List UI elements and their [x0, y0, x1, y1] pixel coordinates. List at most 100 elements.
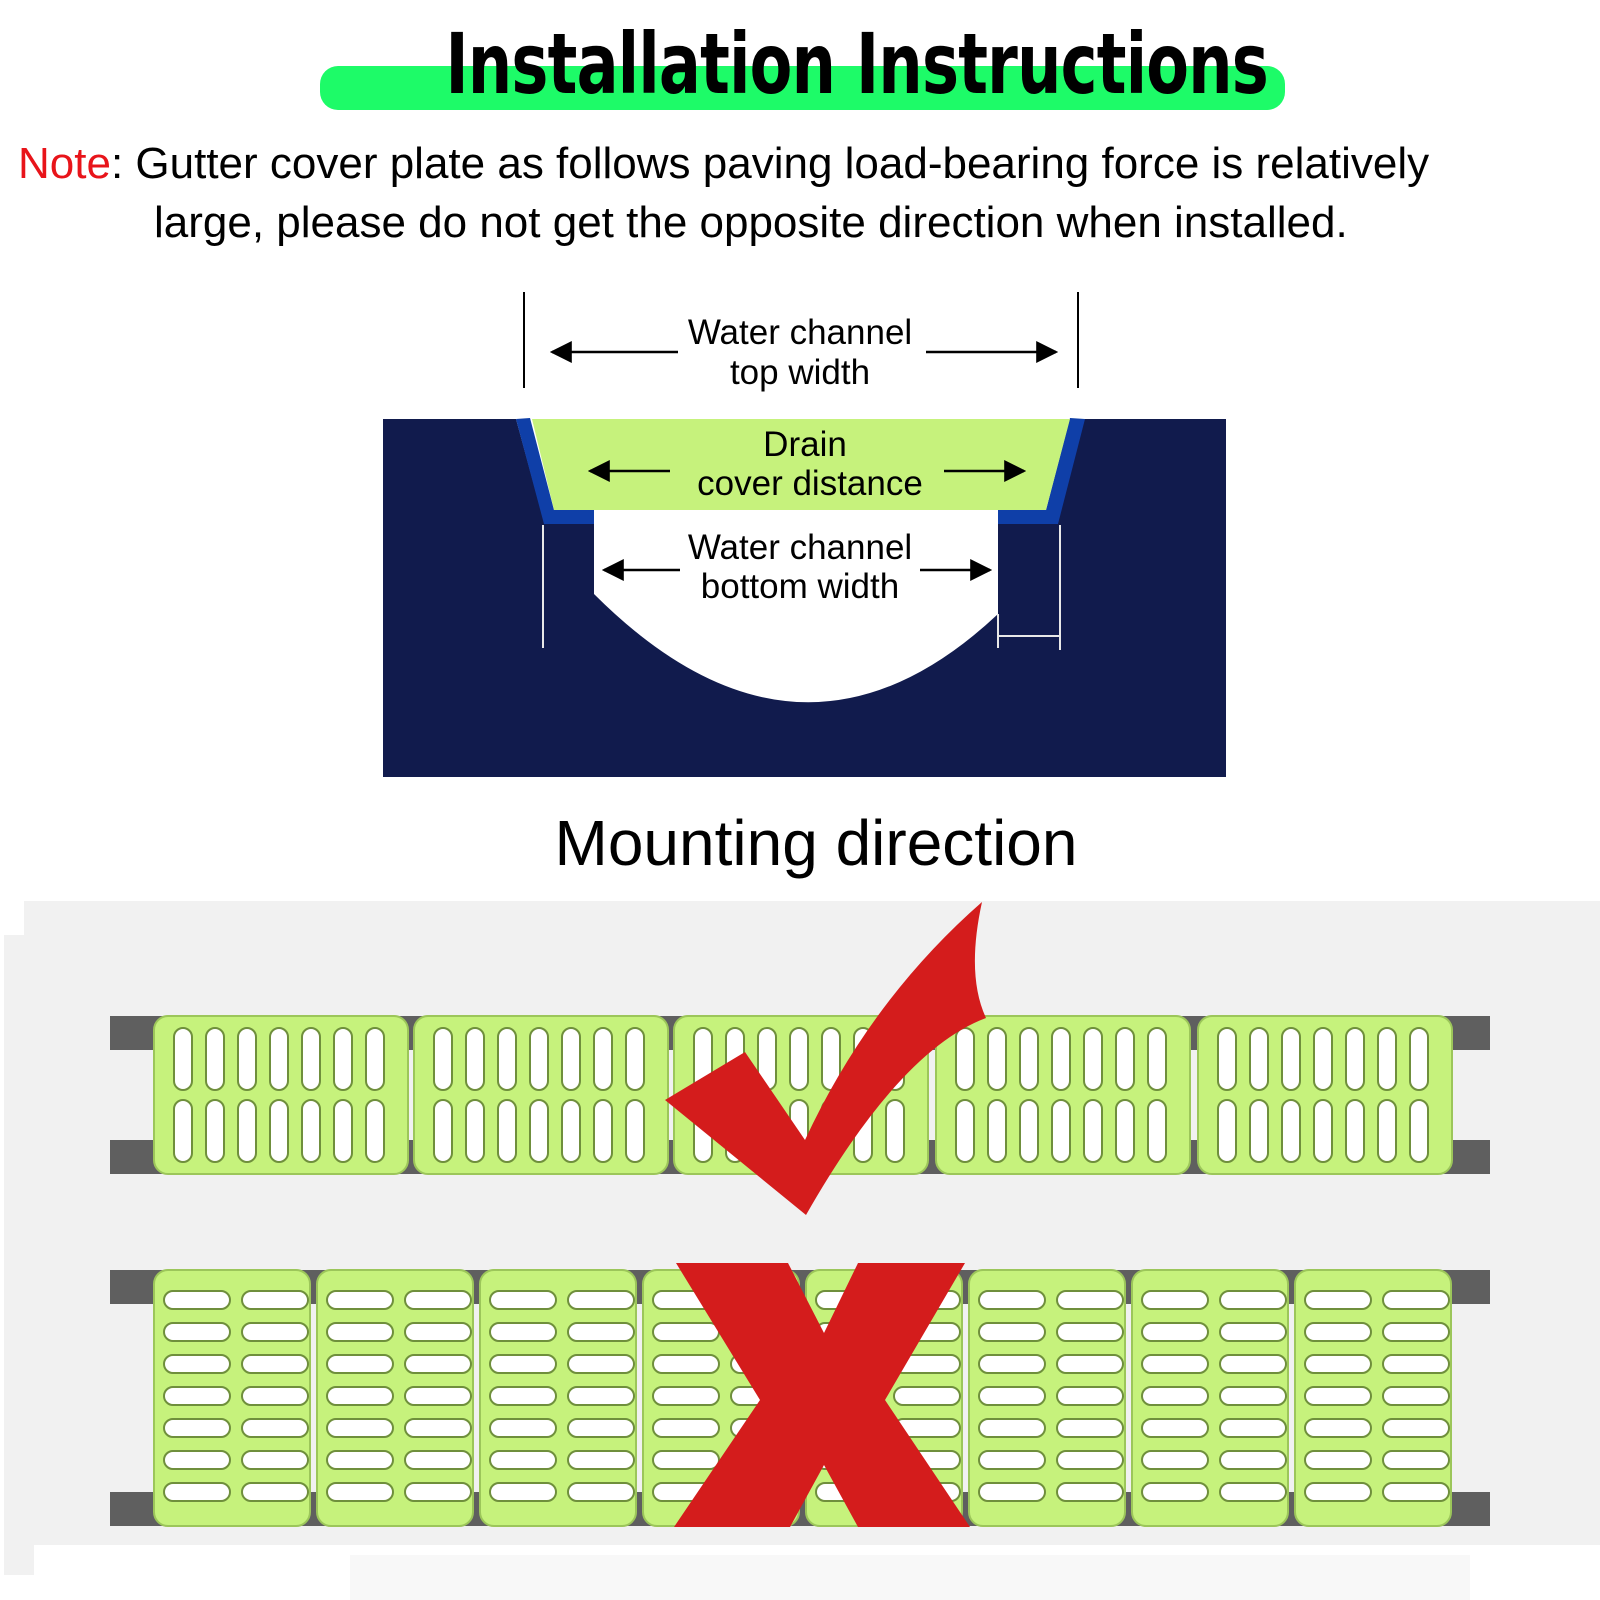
grate-slot	[567, 1418, 635, 1438]
grate-slot	[1382, 1386, 1450, 1406]
note-line-1-text: : Gutter cover plate as follows paving l…	[110, 139, 1430, 188]
grate-slot	[163, 1354, 231, 1374]
grate-slot	[567, 1386, 635, 1406]
grate-slot	[1409, 1027, 1429, 1091]
cover-label-line-1: Drain	[763, 425, 847, 464]
grate-slot	[1382, 1290, 1450, 1310]
cross-mark-icon	[674, 1263, 970, 1527]
grate-slot	[561, 1027, 581, 1091]
grate-slot	[955, 1027, 975, 1091]
grate-slot	[1083, 1099, 1103, 1163]
grate-slot	[301, 1099, 321, 1163]
grate-slot	[1056, 1450, 1124, 1470]
grate-slot	[1219, 1418, 1287, 1438]
grate-slot	[163, 1290, 231, 1310]
grate-slot	[978, 1386, 1046, 1406]
grate-slot	[567, 1322, 635, 1342]
grate-slot	[1056, 1322, 1124, 1342]
grate-slot	[1345, 1027, 1365, 1091]
grate-slot	[652, 1418, 720, 1438]
grate-slot	[241, 1290, 309, 1310]
grate-slot	[885, 1099, 905, 1163]
grate-slot	[163, 1450, 231, 1470]
grate-slot	[205, 1027, 225, 1091]
grate-slot	[978, 1450, 1046, 1470]
grate-slot	[365, 1099, 385, 1163]
grate-slot	[241, 1482, 309, 1502]
grate-slot	[529, 1099, 549, 1163]
grate-slot	[978, 1482, 1046, 1502]
grate-slot	[652, 1386, 720, 1406]
grate-slot	[1056, 1290, 1124, 1310]
mounting-direction-title: Mounting direction	[554, 807, 1078, 879]
grate-slot	[433, 1027, 453, 1091]
grate-slot	[652, 1450, 720, 1470]
grate-slot	[1377, 1027, 1397, 1091]
grate-slot	[205, 1099, 225, 1163]
grate-slot	[1304, 1290, 1372, 1310]
grate-slot	[489, 1482, 557, 1502]
grate-slot	[1115, 1027, 1135, 1091]
grate-slot	[404, 1354, 472, 1374]
grate-slot	[365, 1027, 385, 1091]
grate-slot	[1141, 1290, 1209, 1310]
grate-slot	[1056, 1418, 1124, 1438]
grate-slot	[404, 1418, 472, 1438]
grate-slot	[593, 1099, 613, 1163]
channel-body	[383, 419, 1226, 777]
grate-slot	[1217, 1027, 1237, 1091]
grate-slot	[1382, 1418, 1450, 1438]
grate-slot	[987, 1099, 1007, 1163]
grate-slot	[1056, 1386, 1124, 1406]
grate-slot	[1219, 1386, 1287, 1406]
left-edge-liner	[516, 418, 594, 524]
grate-slot	[978, 1418, 1046, 1438]
cover-label-line-2: cover distance	[697, 464, 923, 503]
grate-slot	[1219, 1450, 1287, 1470]
grate-slot	[237, 1099, 257, 1163]
grate-slot	[333, 1027, 353, 1091]
grate-slot	[1281, 1099, 1301, 1163]
grate-slot	[326, 1482, 394, 1502]
grate-slot	[561, 1099, 581, 1163]
grate-slot	[333, 1099, 353, 1163]
grate-slot	[1219, 1322, 1287, 1342]
title-banner: Installation Instructions	[320, 14, 1285, 114]
channel-cross-section-diagram: Water channel top width Drain cover dist…	[383, 292, 1226, 777]
grate-slot	[893, 1386, 961, 1406]
bottom-width-label-line-2: bottom width	[701, 567, 899, 606]
grate-slot	[326, 1386, 394, 1406]
grate-slot	[1304, 1450, 1372, 1470]
grate-slot	[301, 1027, 321, 1091]
grate-slot	[163, 1386, 231, 1406]
grate-slot	[1217, 1099, 1237, 1163]
grate-slot	[241, 1322, 309, 1342]
grate-slot	[489, 1418, 557, 1438]
grate-slot	[1409, 1099, 1429, 1163]
grate-slot	[1083, 1027, 1103, 1091]
grate-slot	[404, 1450, 472, 1470]
grate-slot	[404, 1322, 472, 1342]
grate-slot	[1304, 1322, 1372, 1342]
grate-slot	[326, 1290, 394, 1310]
grate-slot	[1141, 1386, 1209, 1406]
grate-slot	[1345, 1099, 1365, 1163]
grate-slot	[567, 1482, 635, 1502]
grate-slot	[1141, 1482, 1209, 1502]
grate-slot	[326, 1322, 394, 1342]
grate-slot	[497, 1099, 517, 1163]
grate-slot	[1313, 1099, 1333, 1163]
grate-slot	[489, 1386, 557, 1406]
grate-slot	[652, 1322, 720, 1342]
grate-slot	[625, 1099, 645, 1163]
grate-slot	[241, 1354, 309, 1374]
grate-slot	[269, 1027, 289, 1091]
grate-slot	[1382, 1450, 1450, 1470]
grate-slot	[1304, 1354, 1372, 1374]
grate-slot	[567, 1290, 635, 1310]
grate-slot	[1382, 1482, 1450, 1502]
grate-slot	[1377, 1099, 1397, 1163]
grate-slot	[269, 1099, 289, 1163]
grate-slot	[1141, 1322, 1209, 1342]
